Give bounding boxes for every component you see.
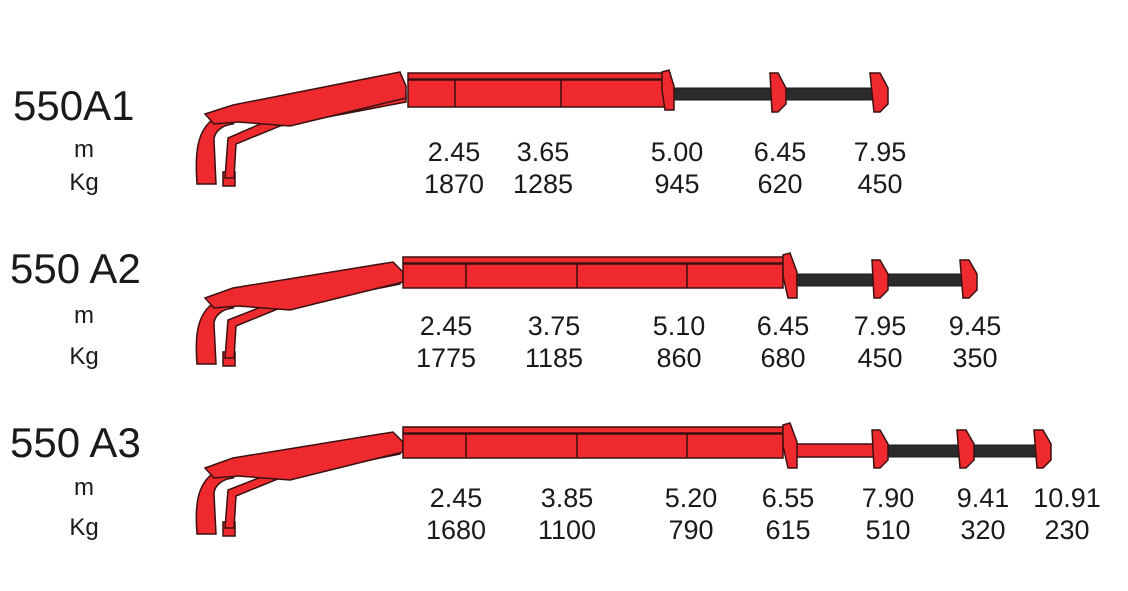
boom-tip xyxy=(661,69,675,111)
load-unit-label: Kg xyxy=(69,169,99,196)
reach-load-point: 6.45 680 xyxy=(733,310,833,374)
reach-load-point: 7.95 450 xyxy=(830,310,930,374)
reach-value: 6.55 xyxy=(761,483,815,513)
crane-column xyxy=(195,301,240,365)
crane-row-550a2: 550 A2 m Kg 2.45 1775 3.75 1185 5.10 860… xyxy=(0,240,1128,410)
load-value: 620 xyxy=(757,169,803,199)
reach-load-point: 6.55 615 xyxy=(738,482,838,546)
load-value: 945 xyxy=(654,169,700,199)
telescopic-section xyxy=(402,263,784,289)
crane-550a2-diagram xyxy=(195,252,978,367)
load-value: 790 xyxy=(668,515,714,545)
reach-load-point: 2.45 1775 xyxy=(396,310,496,374)
load-unit-label: Kg xyxy=(69,514,99,541)
extension-joint xyxy=(871,429,889,469)
reach-load-point: 5.00 945 xyxy=(627,136,727,200)
load-value: 450 xyxy=(857,343,903,373)
telescopic-top-rail xyxy=(407,72,671,80)
extension-joint xyxy=(956,429,975,469)
reach-value: 3.65 xyxy=(516,137,570,167)
reach-value: 9.45 xyxy=(948,311,1002,341)
main-boom xyxy=(203,71,407,127)
load-value: 230 xyxy=(1044,515,1090,545)
extension-tip xyxy=(1033,429,1052,469)
extension-red-arm xyxy=(795,443,879,458)
extension-tip xyxy=(869,72,889,113)
extension-tip xyxy=(959,259,978,299)
reach-value: 7.95 xyxy=(853,311,907,341)
reach-load-point: 9.45 350 xyxy=(925,310,1025,374)
crane-550a1-diagram xyxy=(195,69,889,187)
reach-value: 6.45 xyxy=(756,311,810,341)
crane-row-550a1: 550A1 m Kg 2.45 1870 3.65 1285 5.00 945 … xyxy=(0,60,1128,230)
reach-value: 7.90 xyxy=(861,483,915,513)
reach-load-point: 3.75 1185 xyxy=(504,310,604,374)
load-value: 860 xyxy=(656,343,702,373)
load-value: 1285 xyxy=(512,169,574,199)
reach-value: 3.75 xyxy=(527,311,581,341)
extension-joint xyxy=(769,72,787,113)
telescopic-section xyxy=(407,79,671,108)
telescopic-top-rail xyxy=(402,256,784,264)
reach-value: 9.41 xyxy=(956,483,1010,513)
load-value: 510 xyxy=(865,515,911,545)
boom-tip xyxy=(782,422,798,469)
main-boom xyxy=(203,261,404,311)
load-value: 1680 xyxy=(425,515,487,545)
load-value: 1100 xyxy=(537,515,597,545)
telescopic-section xyxy=(402,433,784,459)
reach-value: 5.10 xyxy=(652,311,706,341)
load-value: 1185 xyxy=(524,343,584,373)
reach-load-point: 2.45 1870 xyxy=(404,136,504,200)
crane-550a3-diagram xyxy=(195,422,1052,537)
crane-row-550a3: 550 A3 m Kg 2.45 1680 3.85 1100 5.20 790… xyxy=(0,410,1128,580)
crane-column xyxy=(195,117,240,185)
reach-load-point: 5.20 790 xyxy=(641,482,741,546)
crane-column xyxy=(195,471,240,535)
load-value: 320 xyxy=(960,515,1006,545)
reach-unit-label: m xyxy=(74,474,94,501)
reach-load-point: 10.91 230 xyxy=(1017,482,1117,546)
model-label: 550 A3 xyxy=(10,419,141,466)
load-value: 350 xyxy=(952,343,998,373)
load-value: 450 xyxy=(857,169,903,199)
reach-value: 5.00 xyxy=(650,137,704,167)
load-value: 1775 xyxy=(415,343,477,373)
telescopic-top-rail xyxy=(402,426,784,434)
load-unit-label: Kg xyxy=(69,343,99,370)
reach-value: 2.45 xyxy=(419,311,473,341)
reach-value: 10.91 xyxy=(1033,483,1101,513)
reach-unit-label: m xyxy=(74,136,94,163)
reach-load-point: 5.10 860 xyxy=(629,310,729,374)
reach-load-point: 2.45 1680 xyxy=(406,482,506,546)
reach-value: 2.45 xyxy=(427,137,481,167)
load-value: 1870 xyxy=(423,169,485,199)
reach-load-point: 7.90 510 xyxy=(838,482,938,546)
reach-load-point: 3.85 1100 xyxy=(517,482,617,546)
model-label: 550 A2 xyxy=(10,245,141,292)
main-boom xyxy=(203,431,404,481)
reach-value: 2.45 xyxy=(429,483,483,513)
reach-unit-label: m xyxy=(74,302,94,329)
reach-value: 5.20 xyxy=(664,483,718,513)
load-value: 615 xyxy=(765,515,811,545)
load-value: 680 xyxy=(760,343,806,373)
reach-value: 3.85 xyxy=(540,483,594,513)
reach-value: 7.95 xyxy=(853,137,907,167)
model-label: 550A1 xyxy=(13,82,135,129)
extension-joint xyxy=(871,259,889,299)
reach-load-point: 7.95 450 xyxy=(830,136,930,200)
reach-load-point: 3.65 1285 xyxy=(493,136,593,200)
reach-load-point: 6.45 620 xyxy=(730,136,830,200)
reach-value: 6.45 xyxy=(753,137,807,167)
boom-tip xyxy=(782,252,798,299)
reach-load-point: 9.41 320 xyxy=(933,482,1033,546)
